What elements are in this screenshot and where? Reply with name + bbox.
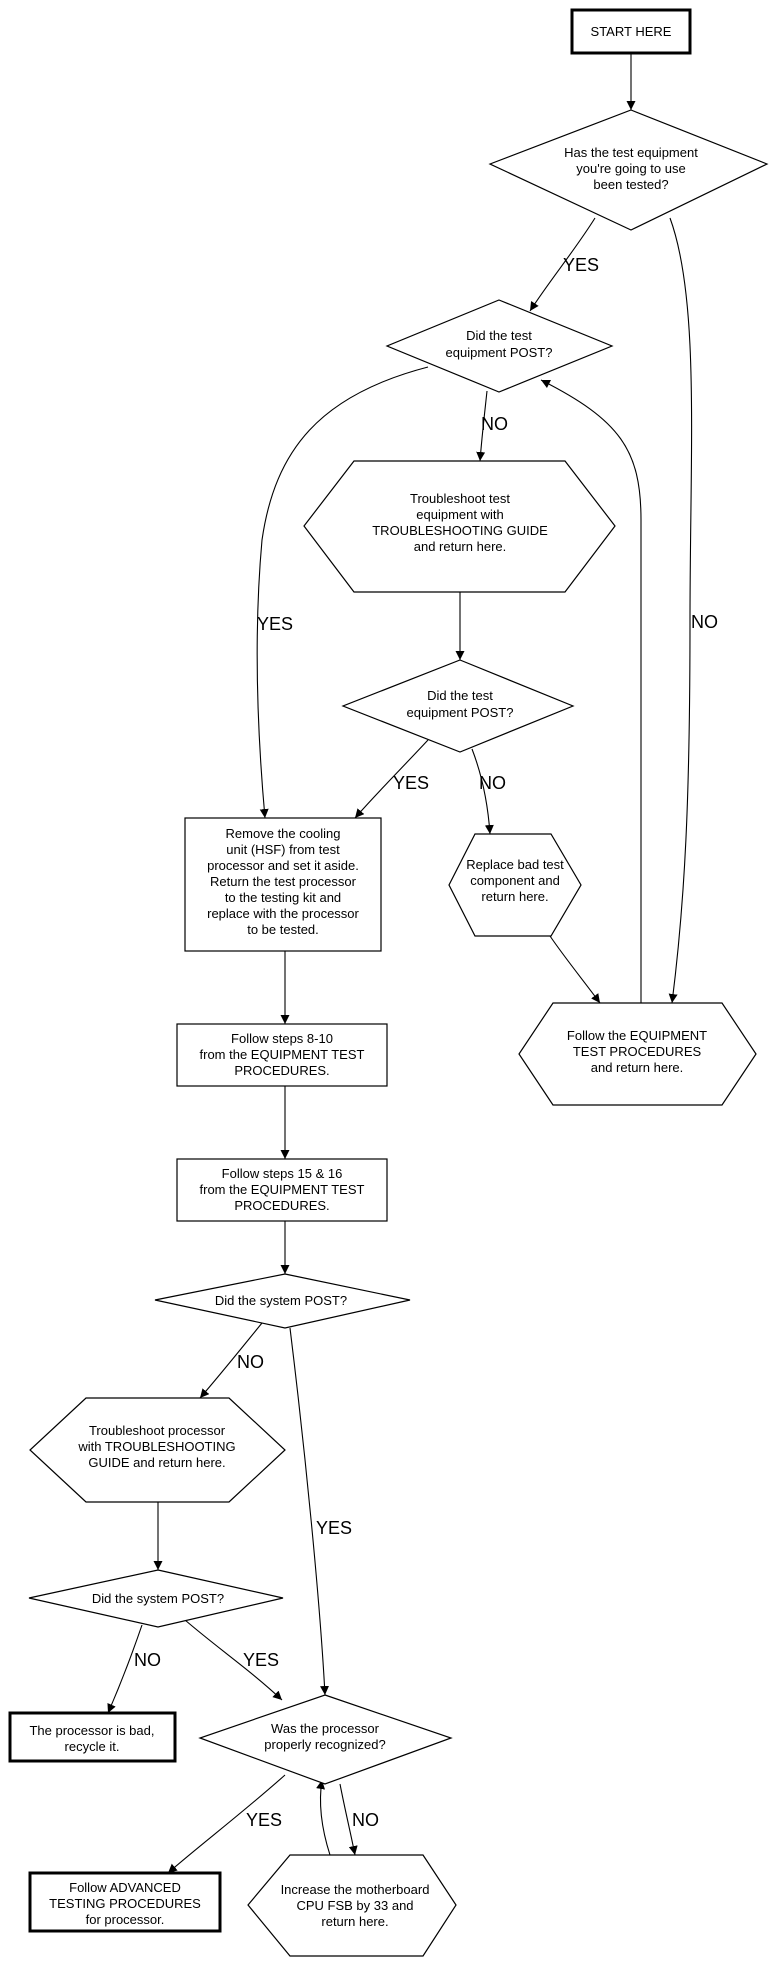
node-troubleshoot-processor-line-3: GUIDE and return here. bbox=[88, 1455, 225, 1470]
node-follow-equipment-line-1: Follow the EQUIPMENT bbox=[567, 1028, 707, 1043]
edge-tested-no-to-follow-equipment bbox=[668, 217, 693, 1004]
node-recognized-line-2: properly recognized? bbox=[264, 1737, 385, 1752]
node-steps-8-10: Follow steps 8-10 from the EQUIPMENT TES… bbox=[176, 1023, 388, 1087]
node-remove-line-4: Return the test processor bbox=[210, 874, 357, 889]
node-post1-line-2: equipment POST? bbox=[446, 345, 553, 360]
edge-recognized-no-to-increase-fsb bbox=[339, 1783, 358, 1856]
node-follow-equipment-procedures: Follow the EQUIPMENT TEST PROCEDURES and… bbox=[518, 1002, 757, 1106]
label-yes-system-post1-to-recognized: YES bbox=[316, 1518, 352, 1538]
node-steps-8-10-line-1: Follow steps 8-10 bbox=[231, 1031, 333, 1046]
node-troubleshoot-test-equipment: Troubleshoot test equipment with TROUBLE… bbox=[303, 460, 616, 593]
node-start: START HERE bbox=[570, 8, 692, 55]
node-processor-bad: The processor is bad, recycle it. bbox=[8, 1711, 177, 1763]
node-system-post1-text: Did the system POST? bbox=[215, 1293, 347, 1308]
node-steps-8-10-line-2: from the EQUIPMENT TEST bbox=[200, 1047, 365, 1062]
node-steps-15-16: Follow steps 15 & 16 from the EQUIPMENT … bbox=[176, 1158, 388, 1222]
label-no-system-post1-to-troubleshoot: NO bbox=[237, 1352, 264, 1372]
node-troubleshoot-line-1: Troubleshoot test bbox=[410, 491, 510, 506]
node-troubleshoot-processor: Troubleshoot processor with TROUBLESHOOT… bbox=[29, 1397, 286, 1503]
edge-follow-equipment-to-post1 bbox=[540, 379, 642, 1003]
edge-system-post1-no-to-troubleshoot-processor bbox=[199, 1322, 263, 1399]
node-increase-fsb-line-2: CPU FSB by 33 and bbox=[296, 1898, 413, 1913]
node-advanced-line-3: for processor. bbox=[86, 1912, 165, 1927]
node-remove-line-2: unit (HSF) from test bbox=[226, 842, 340, 857]
label-no-recognized-to-increase-fsb: NO bbox=[352, 1810, 379, 1830]
edge-increase-fsb-to-recognized bbox=[316, 1779, 331, 1856]
edge-post1-yes-to-remove-cooling bbox=[256, 366, 429, 819]
edge-post1-no-to-troubleshoot bbox=[476, 390, 488, 462]
node-increase-fsb-line-1: Increase the motherboard bbox=[281, 1882, 430, 1897]
label-no-post1-to-troubleshoot: NO bbox=[481, 414, 508, 434]
label-yes-recognized-to-advanced: YES bbox=[246, 1810, 282, 1830]
node-steps-15-16-line-2: from the EQUIPMENT TEST bbox=[200, 1182, 365, 1197]
label-yes-system-post2-to-recognized: YES bbox=[243, 1650, 279, 1670]
edge-tested-yes-to-post1 bbox=[529, 217, 596, 312]
node-test-equipment-post-1: Did the test equipment POST? bbox=[385, 299, 614, 393]
label-yes-post2-to-remove-cooling: YES bbox=[393, 773, 429, 793]
node-advanced-procedures: Follow ADVANCED TESTING PROCEDURES for p… bbox=[28, 1871, 222, 1933]
node-troubleshoot-processor-line-2: with TROUBLESHOOTING bbox=[77, 1439, 235, 1454]
label-no-system-post2-to-processor-bad: NO bbox=[134, 1650, 161, 1670]
node-processor-bad-line-2: recycle it. bbox=[65, 1739, 120, 1754]
node-troubleshoot-line-3: TROUBLESHOOTING GUIDE bbox=[372, 523, 548, 538]
node-follow-equipment-line-3: and return here. bbox=[591, 1060, 684, 1075]
node-follow-equipment-line-2: TEST PROCEDURES bbox=[573, 1044, 702, 1059]
node-troubleshoot-line-4: and return here. bbox=[414, 539, 507, 554]
node-processor-recognized: Was the processor properly recognized? bbox=[198, 1694, 453, 1785]
node-recognized-line-1: Was the processor bbox=[271, 1721, 380, 1736]
edge-system-post2-yes-to-recognized bbox=[184, 1619, 283, 1701]
label-yes-tested-to-post1: YES bbox=[563, 255, 599, 275]
edge-system-post1-yes-to-recognized bbox=[289, 1327, 330, 1696]
node-steps-15-16-line-3: PROCEDURES. bbox=[234, 1198, 329, 1213]
node-system-post2-text: Did the system POST? bbox=[92, 1591, 224, 1606]
node-remove-line-3: processor and set it aside. bbox=[207, 858, 359, 873]
node-steps-15-16-line-1: Follow steps 15 & 16 bbox=[222, 1166, 343, 1181]
edges bbox=[107, 53, 693, 1874]
node-test-equipment-post-2: Did the test equipment POST? bbox=[341, 659, 575, 753]
edge-replace-bad-to-follow-equipment bbox=[549, 935, 601, 1004]
node-tested-line-1: Has the test equipment bbox=[564, 145, 698, 160]
label-yes-post1-to-remove-cooling: YES bbox=[257, 614, 293, 634]
node-remove-line-6: replace with the processor bbox=[207, 906, 359, 921]
node-post2-line-1: Did the test bbox=[427, 688, 493, 703]
node-troubleshoot-line-2: equipment with bbox=[416, 507, 503, 522]
node-advanced-line-2: TESTING PROCEDURES bbox=[49, 1896, 201, 1911]
edge-labels: YES NO NO YES YES NO NO YES NO YES YES N… bbox=[134, 255, 718, 1830]
node-start-text: START HERE bbox=[591, 24, 672, 39]
node-test-equipment-tested: Has the test equipment you're going to u… bbox=[488, 109, 769, 231]
node-remove-cooling-unit: Remove the cooling unit (HSF) from test … bbox=[184, 817, 382, 952]
node-remove-line-5: to the testing kit and bbox=[225, 890, 341, 905]
edge-post2-no-to-replace-bad bbox=[471, 748, 494, 835]
node-remove-line-7: to be tested. bbox=[247, 922, 319, 937]
node-remove-line-1: Remove the cooling bbox=[226, 826, 341, 841]
edge-post2-yes-to-remove-cooling bbox=[354, 739, 429, 819]
node-replace-line-2: component and bbox=[470, 873, 560, 888]
edge-recognized-yes-to-advanced bbox=[167, 1774, 286, 1874]
node-post2-line-2: equipment POST? bbox=[407, 705, 514, 720]
node-replace-bad-component: Replace bad test component and return he… bbox=[448, 833, 582, 937]
node-advanced-line-1: Follow ADVANCED bbox=[69, 1880, 181, 1895]
edge-system-post2-no-to-processor-bad bbox=[107, 1624, 143, 1714]
node-tested-line-3: been tested? bbox=[593, 177, 668, 192]
node-troubleshoot-processor-line-1: Troubleshoot processor bbox=[89, 1423, 226, 1438]
node-system-post-2: Did the system POST? bbox=[28, 1569, 284, 1628]
node-processor-bad-line-1: The processor is bad, bbox=[29, 1723, 154, 1738]
node-steps-8-10-line-3: PROCEDURES. bbox=[234, 1063, 329, 1078]
node-replace-line-1: Replace bad test bbox=[466, 857, 564, 872]
node-tested-line-2: you're going to use bbox=[576, 161, 685, 176]
node-system-post-1: Did the system POST? bbox=[154, 1273, 411, 1329]
node-increase-fsb-line-3: return here. bbox=[321, 1914, 388, 1929]
label-no-post2-to-replace-bad: NO bbox=[479, 773, 506, 793]
node-replace-line-3: return here. bbox=[481, 889, 548, 904]
node-post1-line-1: Did the test bbox=[466, 328, 532, 343]
node-increase-fsb: Increase the motherboard CPU FSB by 33 a… bbox=[247, 1854, 457, 1957]
label-no-tested-to-follow-equipment: NO bbox=[691, 612, 718, 632]
